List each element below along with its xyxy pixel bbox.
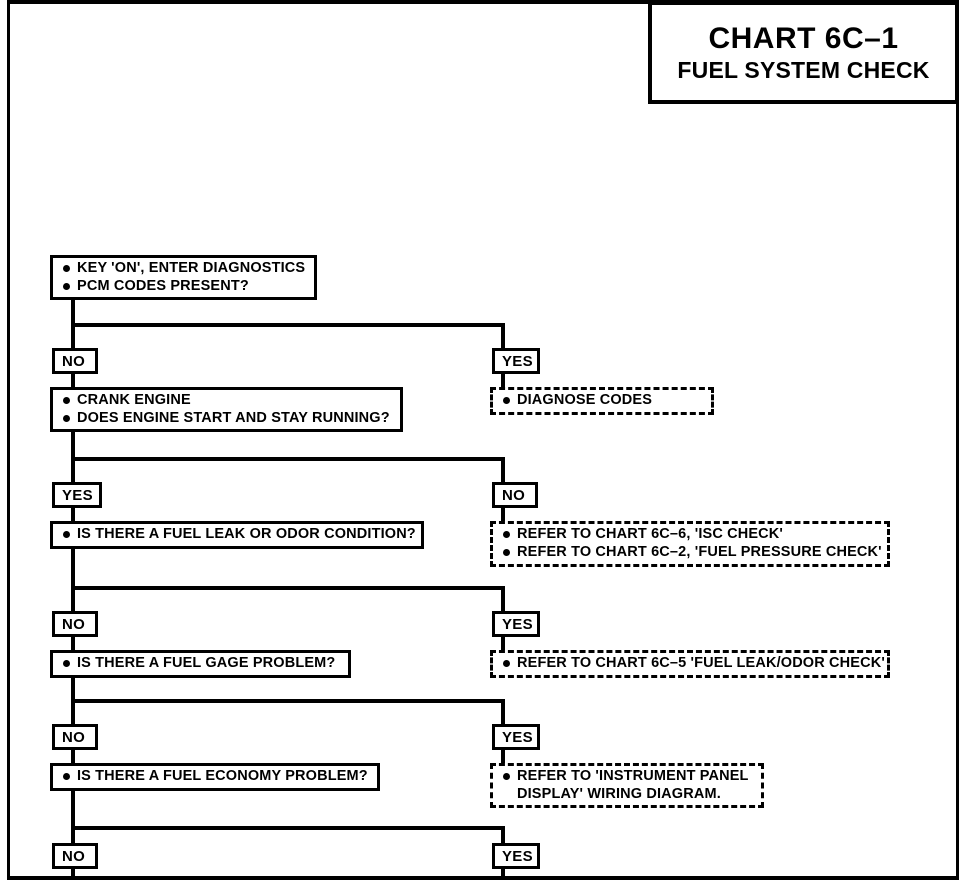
branch-label-yes-4: YES bbox=[492, 724, 540, 750]
page-border-left bbox=[7, 0, 10, 880]
bullet-icon bbox=[495, 544, 517, 556]
connector-yes4-drop bbox=[501, 750, 505, 764]
connector-row1-right-drop bbox=[501, 323, 505, 348]
branch-label-text: YES bbox=[502, 728, 533, 746]
node-action2-line-1: REFER TO CHART 6C–6, 'ISC CHECK' bbox=[495, 526, 881, 544]
connector-yes2-drop bbox=[71, 508, 75, 522]
branch-label-no-5: NO bbox=[52, 843, 98, 869]
connector-row1-horizontal bbox=[71, 323, 505, 327]
node-action1-line-1: DIAGNOSE CODES bbox=[495, 392, 705, 410]
node-step2-text-1: CRANK ENGINE bbox=[77, 391, 191, 408]
node-action3-line-1: REFER TO CHART 6C–5 'FUEL LEAK/ODOR CHEC… bbox=[495, 655, 885, 673]
branch-label-text: NO bbox=[62, 615, 86, 633]
bullet-icon bbox=[495, 526, 517, 539]
branch-label-text: NO bbox=[62, 728, 86, 746]
node-step1-line-1: KEY 'ON', ENTER DIAGNOSTICS bbox=[55, 260, 308, 278]
node-step4-text-1: IS THERE A FUEL GAGE PROBLEM? bbox=[77, 655, 336, 672]
node-action3: REFER TO CHART 6C–5 'FUEL LEAK/ODOR CHEC… bbox=[490, 650, 890, 678]
connector-step5-stem bbox=[71, 791, 75, 843]
branch-label-text: NO bbox=[62, 352, 86, 370]
connector-step3-stem bbox=[71, 549, 75, 611]
node-action4-text-2: DISPLAY' WIRING DIAGRAM. bbox=[517, 785, 721, 802]
branch-label-no-2: NO bbox=[492, 482, 538, 508]
node-action4-line-2: DISPLAY' WIRING DIAGRAM. bbox=[495, 786, 755, 804]
node-step2: CRANK ENGINE DOES ENGINE START AND STAY … bbox=[50, 387, 403, 432]
chart-title-box: CHART 6C–1 FUEL SYSTEM CHECK bbox=[648, 0, 959, 104]
connector-no3-drop bbox=[71, 637, 75, 651]
bullet-icon bbox=[495, 392, 517, 405]
node-step3-text-1: IS THERE A FUEL LEAK OR ODOR CONDITION? bbox=[77, 526, 416, 543]
connector-no1-drop bbox=[71, 374, 75, 388]
connector-yes5-drop bbox=[501, 869, 505, 877]
node-step1: KEY 'ON', ENTER DIAGNOSTICS PCM CODES PR… bbox=[50, 255, 317, 300]
page-border-bottom bbox=[7, 876, 959, 880]
connector-no4-drop bbox=[71, 750, 75, 764]
node-action4-line-1: REFER TO 'INSTRUMENT PANEL bbox=[495, 768, 755, 786]
branch-label-text: YES bbox=[502, 615, 533, 633]
node-action1-text-1: DIAGNOSE CODES bbox=[517, 392, 653, 409]
branch-label-yes-3: YES bbox=[492, 611, 540, 637]
branch-label-no-1: NO bbox=[52, 348, 98, 374]
branch-label-yes-1: YES bbox=[492, 348, 540, 374]
branch-label-yes-2: YES bbox=[52, 482, 102, 508]
connector-yes3-drop bbox=[501, 637, 505, 651]
connector-no2-drop bbox=[501, 508, 505, 522]
node-action2-text-1: REFER TO CHART 6C–6, 'ISC CHECK' bbox=[517, 526, 784, 543]
branch-label-yes-5: YES bbox=[492, 843, 540, 869]
node-action2-text-2: REFER TO CHART 6C–2, 'FUEL PRESSURE CHEC… bbox=[517, 544, 882, 560]
branch-label-text: YES bbox=[502, 352, 533, 370]
node-step4: IS THERE A FUEL GAGE PROBLEM? bbox=[50, 650, 351, 678]
chart-number: CHART 6C–1 bbox=[708, 22, 899, 56]
bullet-spacer bbox=[495, 786, 517, 798]
branch-label-text: NO bbox=[502, 486, 526, 504]
node-step2-text-2: DOES ENGINE START AND STAY RUNNING? bbox=[77, 409, 390, 426]
node-step5-text-1: IS THERE A FUEL ECONOMY PROBLEM? bbox=[77, 768, 368, 785]
bullet-icon bbox=[55, 278, 77, 290]
page-border-right bbox=[956, 103, 959, 880]
connector-row5-horizontal bbox=[71, 826, 505, 830]
bullet-icon bbox=[55, 768, 77, 781]
node-action3-text-1: REFER TO CHART 6C–5 'FUEL LEAK/ODOR CHEC… bbox=[517, 655, 885, 672]
branch-label-no-4: NO bbox=[52, 724, 98, 750]
node-action2: REFER TO CHART 6C–6, 'ISC CHECK' REFER T… bbox=[490, 521, 890, 567]
bullet-icon bbox=[55, 410, 77, 422]
branch-label-text: YES bbox=[62, 486, 93, 504]
connector-row5-right-drop bbox=[501, 826, 505, 843]
node-step1-text-1: KEY 'ON', ENTER DIAGNOSTICS bbox=[77, 259, 306, 276]
node-step3: IS THERE A FUEL LEAK OR ODOR CONDITION? bbox=[50, 521, 424, 549]
node-step4-line-1: IS THERE A FUEL GAGE PROBLEM? bbox=[55, 655, 342, 673]
node-action1: DIAGNOSE CODES bbox=[490, 387, 714, 415]
connector-yes1-drop bbox=[501, 374, 505, 388]
connector-row2-horizontal bbox=[71, 457, 505, 461]
node-action4: REFER TO 'INSTRUMENT PANEL DISPLAY' WIRI… bbox=[490, 763, 764, 808]
node-step2-line-2: DOES ENGINE START AND STAY RUNNING? bbox=[55, 410, 394, 428]
bullet-icon bbox=[55, 392, 77, 404]
node-step1-line-2: PCM CODES PRESENT? bbox=[55, 278, 308, 296]
bullet-icon bbox=[55, 526, 77, 539]
connector-row3-horizontal bbox=[71, 586, 505, 590]
bullet-icon bbox=[55, 655, 77, 668]
chart-name: FUEL SYSTEM CHECK bbox=[677, 56, 930, 83]
node-step5: IS THERE A FUEL ECONOMY PROBLEM? bbox=[50, 763, 380, 791]
node-step5-line-1: IS THERE A FUEL ECONOMY PROBLEM? bbox=[55, 768, 371, 786]
node-step3-line-1: IS THERE A FUEL LEAK OR ODOR CONDITION? bbox=[55, 526, 416, 544]
connector-row4-horizontal bbox=[71, 699, 505, 703]
page-border-top bbox=[7, 0, 651, 4]
bullet-icon bbox=[55, 260, 77, 272]
node-action2-line-2: REFER TO CHART 6C–2, 'FUEL PRESSURE CHEC… bbox=[495, 544, 882, 562]
node-step2-line-1: CRANK ENGINE bbox=[55, 392, 394, 410]
connector-row4-right-drop bbox=[501, 699, 505, 724]
node-step1-text-2: PCM CODES PRESENT? bbox=[77, 277, 249, 294]
node-action4-text-1: REFER TO 'INSTRUMENT PANEL bbox=[517, 767, 749, 784]
bullet-icon bbox=[495, 655, 517, 668]
branch-label-text: NO bbox=[62, 847, 86, 865]
connector-row2-right-drop bbox=[501, 457, 505, 482]
connector-no5-drop bbox=[71, 869, 75, 877]
bullet-icon bbox=[495, 768, 517, 780]
branch-label-text: YES bbox=[502, 847, 533, 865]
branch-label-no-3: NO bbox=[52, 611, 98, 637]
connector-row3-right-drop bbox=[501, 586, 505, 611]
